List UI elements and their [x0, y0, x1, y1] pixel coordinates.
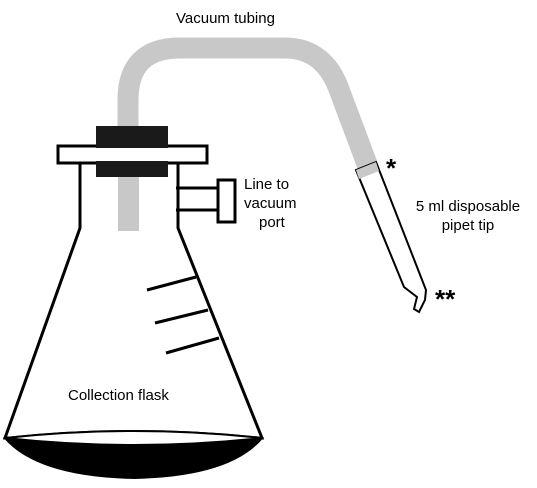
- vacuum-line-label: Line to vacuum port: [244, 175, 297, 232]
- vacuum-line-connector: [216, 178, 237, 224]
- pipet-tip-label: 5 ml disposable pipet tip: [404, 197, 532, 235]
- tubing-inside-neck: [118, 160, 139, 231]
- collection-flask-label: Collection flask: [68, 387, 169, 404]
- pipet-tip-label-2: pipet tip: [441, 217, 495, 234]
- flask-side-arm: [176, 186, 220, 212]
- double-asterisk-marker: **: [435, 284, 456, 314]
- vacuum-tubing: [117, 37, 380, 228]
- tubing-over-pipet: [356, 162, 379, 179]
- vacuum-line-label-1: Line to: [244, 176, 290, 193]
- single-asterisk-marker: *: [386, 153, 397, 183]
- vacuum-line-label-2: vacuum: [244, 195, 297, 212]
- stopper-collar-center: [96, 148, 168, 161]
- vacuum-tubing-label: Vacuum tubing: [176, 10, 275, 27]
- pipet-tip: [354, 160, 428, 314]
- pipet-tip-label-1: 5 ml disposable: [415, 198, 521, 215]
- graduation-marks: [146, 275, 220, 355]
- flask-liquid-surface: [4, 430, 263, 446]
- vacuum-line-label-3: port: [259, 214, 285, 231]
